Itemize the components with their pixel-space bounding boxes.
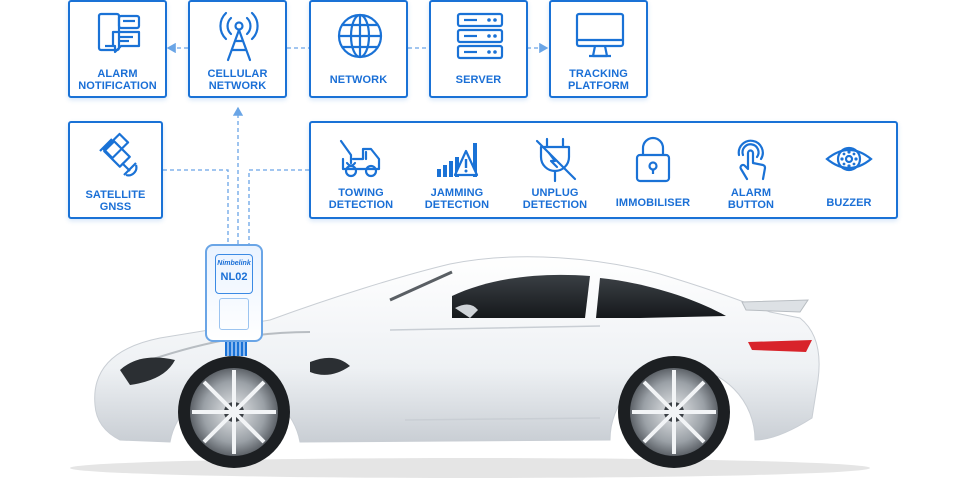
jamming-detection-label: JAMMING DETECTION [424,187,490,211]
tracking-platform-box: TRACKING PLATFORM [549,0,648,98]
server-rack-icon [456,12,504,60]
cellular-network-label: CELLULAR NETWORK [207,68,268,92]
signal-warning-icon [437,143,479,177]
immobiliser-label: IMMOBILISER [615,197,691,209]
rear-wheel [618,356,730,468]
satellite-gnss-label: SATELLITE GNSS [85,189,146,213]
network-label: NETWORK [329,74,388,86]
front-wheel [178,356,290,468]
cellular-network-box: CELLULAR NETWORK [188,0,287,98]
sports-car-illustration [70,256,870,478]
tracking-platform-label: TRACKING PLATFORM [567,68,630,92]
phone-chat-icon [97,12,141,54]
buzzer-feature: BUZZER [799,123,899,221]
press-button-icon [737,139,767,181]
buzzer-label: BUZZER [826,197,872,209]
unplug-detection-feature: UNPLUG DETECTION [505,123,605,221]
tow-truck-icon [339,139,381,178]
nl02-device: Nimbelink NL02 [205,244,263,342]
alarm-button-feature: ALARM BUTTON [701,123,801,221]
device-brand: Nimbelink [217,260,251,267]
car-side-window [452,274,590,318]
network-box: NETWORK [309,0,408,98]
alarm-button-label: ALARM BUTTON [727,187,775,211]
globe-icon [337,13,383,59]
unplug-detection-label: UNPLUG DETECTION [522,187,588,211]
jamming-detection-feature: JAMMING DETECTION [407,123,507,221]
car-shadow [70,458,870,478]
towing-detection-label: TOWING DETECTION [328,187,394,211]
satellite-gnss-box: SATELLITE GNSS [68,121,163,219]
unplug-icon [535,137,577,183]
towing-detection-feature: TOWING DETECTION [311,123,411,221]
side-vent [310,357,350,375]
alarm-notification-box: ALARM NOTIFICATION [68,0,167,98]
taillight [748,340,812,352]
rear-spoiler [741,299,809,313]
satellite-icon [99,132,138,177]
side-mirror [455,304,478,318]
buzzer-icon [825,146,873,172]
padlock-icon [635,136,671,183]
device-connector [225,342,247,356]
immobiliser-feature: IMMOBILISER [603,123,703,221]
monitor-icon [575,12,625,58]
antenna-tower-icon [219,11,259,62]
device-model: NL02 [220,271,248,283]
headlight [120,357,175,385]
car-rear-window [596,278,726,318]
alarm-notification-label: ALARM NOTIFICATION [78,68,157,92]
features-panel: TOWING DETECTION JAMMING DETECTION [309,121,898,219]
server-box: SERVER [429,0,528,98]
server-label: SERVER [455,74,502,86]
